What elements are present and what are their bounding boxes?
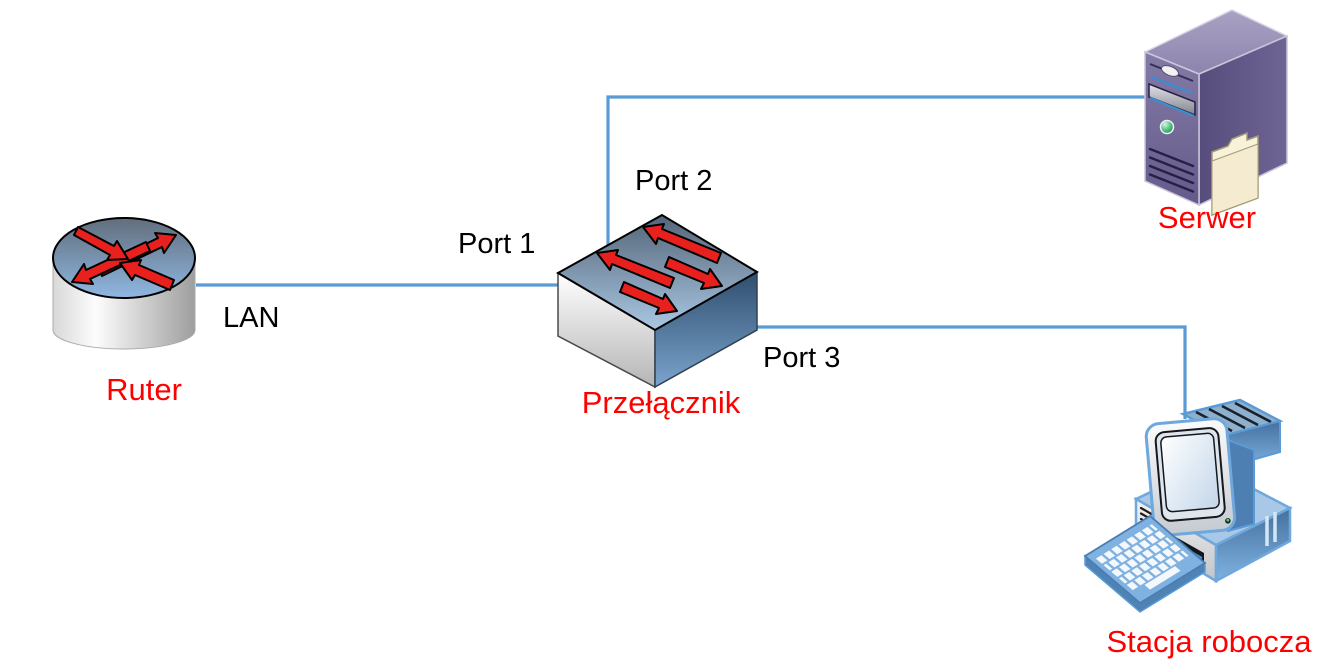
workstation-keyboard (1083, 514, 1207, 605)
link-labels: LAN Port 1 Port 2 Port 3 (223, 165, 840, 374)
link-switch-workstation (750, 325, 1187, 419)
link-switch-server (606, 95, 1150, 250)
device-labels: Ruter Przełącznik Serwer Stacja robocza (106, 200, 1312, 659)
switch-arrow-up-1 (642, 223, 722, 264)
router-node[interactable] (52, 217, 196, 350)
connections (196, 95, 1187, 419)
switch-arrow-down-2 (619, 281, 678, 315)
workstation-node[interactable] (1083, 398, 1293, 613)
server-vents (1148, 147, 1195, 193)
workstation-power-led-glow (1226, 518, 1230, 522)
workstation-case-side-slits (1265, 512, 1277, 546)
router-arrow-in-se (73, 226, 129, 261)
server-label: Serwer (1158, 200, 1256, 235)
switch-arrow-down-1 (664, 256, 723, 290)
server-node[interactable] (1143, 9, 1289, 217)
workstation-monitor-front-group (1144, 417, 1237, 537)
server-drive-bay (1148, 82, 1196, 117)
router-arrows-icon (71, 226, 177, 291)
router-arrow-in-nw (119, 259, 175, 291)
switch-node[interactable] (555, 213, 759, 389)
port1-label: Port 1 (458, 228, 535, 260)
workstation-screen (1160, 432, 1220, 513)
lan-label: LAN (223, 302, 279, 334)
switch-arrows-icon (596, 223, 723, 315)
port3-label: Port 3 (763, 342, 840, 374)
workstation-label: Stacja robocza (1106, 624, 1312, 659)
switch-label: Przełącznik (582, 385, 741, 420)
router-label: Ruter (106, 372, 182, 407)
server-power-led (1159, 119, 1175, 135)
switch-arrow-up-2 (596, 249, 675, 289)
port2-label: Port 2 (635, 165, 712, 197)
router-arrow-sw (71, 241, 151, 285)
server-cd-blue-line (1150, 75, 1193, 95)
server-bay-blue-line (1149, 96, 1195, 118)
server-cd-button (1160, 65, 1180, 77)
server-folder-front (1211, 143, 1259, 216)
